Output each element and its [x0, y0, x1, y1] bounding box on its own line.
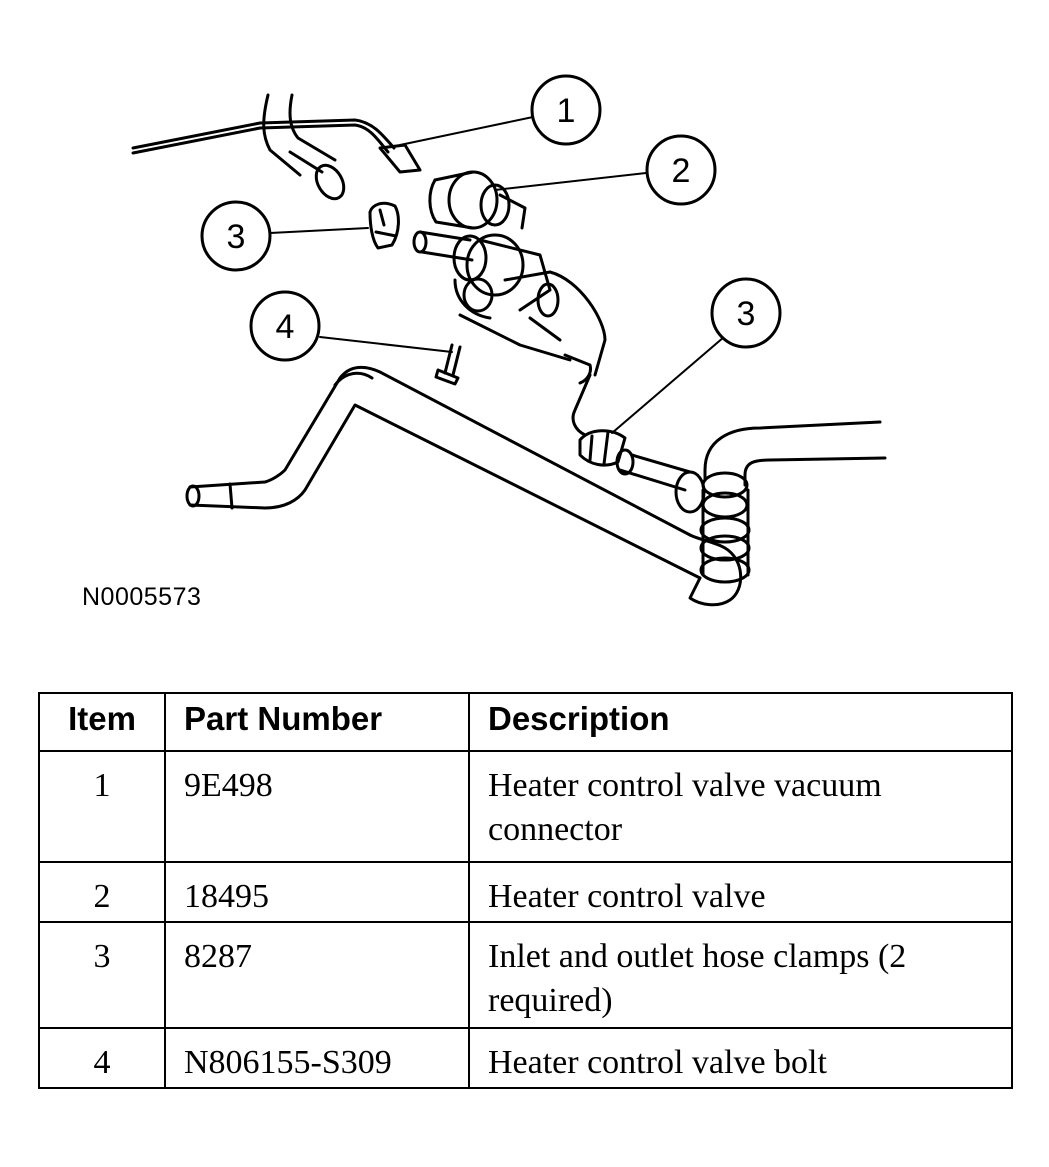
- header-part-number: Part Number: [164, 692, 470, 752]
- leader-lines: [269, 116, 725, 434]
- table-row: 2 18495 Heater control valve: [38, 861, 1013, 923]
- row-description: Heater control valve bolt: [468, 1027, 1013, 1089]
- row-part-number: 8287: [164, 921, 470, 1029]
- header-description: Description: [468, 692, 1013, 752]
- table-row: 1 9E498 Heater control valve vacuum conn…: [38, 750, 1013, 863]
- row-item: 4: [38, 1027, 166, 1089]
- callout-3-upper: 3: [200, 200, 272, 272]
- parts-table: Item Part Number Description 1 9E498 Hea…: [38, 692, 1013, 1089]
- row-part-number: 18495: [164, 861, 470, 923]
- bolt: [434, 343, 462, 386]
- vacuum-line: [131, 118, 422, 174]
- header-item: Item: [38, 692, 166, 752]
- row-description: Inlet and outlet hose clamps (2 required…: [468, 921, 1013, 1029]
- clamp-upper: [368, 201, 400, 250]
- row-item: 2: [38, 861, 166, 923]
- figure-id: N0005573: [82, 583, 202, 611]
- heater-control-valve: [412, 170, 607, 437]
- row-part-number: 9E498: [164, 750, 470, 863]
- row-item: 3: [38, 921, 166, 1029]
- table-header-row: Item Part Number Description: [38, 692, 1013, 752]
- row-description: Heater control valve vacuum connector: [468, 750, 1013, 863]
- callout-1-label: 1: [557, 92, 576, 130]
- row-part-number: N806155-S309: [164, 1027, 470, 1089]
- callout-2: 2: [645, 134, 717, 206]
- right-hose: [615, 420, 887, 584]
- table-row: 3 8287 Inlet and outlet hose clamps (2 r…: [38, 921, 1013, 1029]
- upper-hose: [262, 93, 346, 201]
- row-description: Heater control valve: [468, 861, 1013, 923]
- callout-4: 4: [249, 290, 321, 362]
- callout-4-label: 4: [276, 308, 295, 346]
- callout-3-lower: 3: [710, 277, 782, 349]
- row-item: 1: [38, 750, 166, 863]
- callout-3-lower-label: 3: [737, 295, 756, 333]
- lower-hose: [185, 365, 743, 607]
- callout-1: 1: [530, 74, 602, 146]
- heater-valve-diagram: 1 2 3 3 4: [131, 74, 887, 607]
- callout-2-label: 2: [672, 152, 691, 190]
- table-row: 4 N806155-S309 Heater control valve bolt: [38, 1027, 1013, 1089]
- callout-3-upper-label: 3: [227, 218, 246, 256]
